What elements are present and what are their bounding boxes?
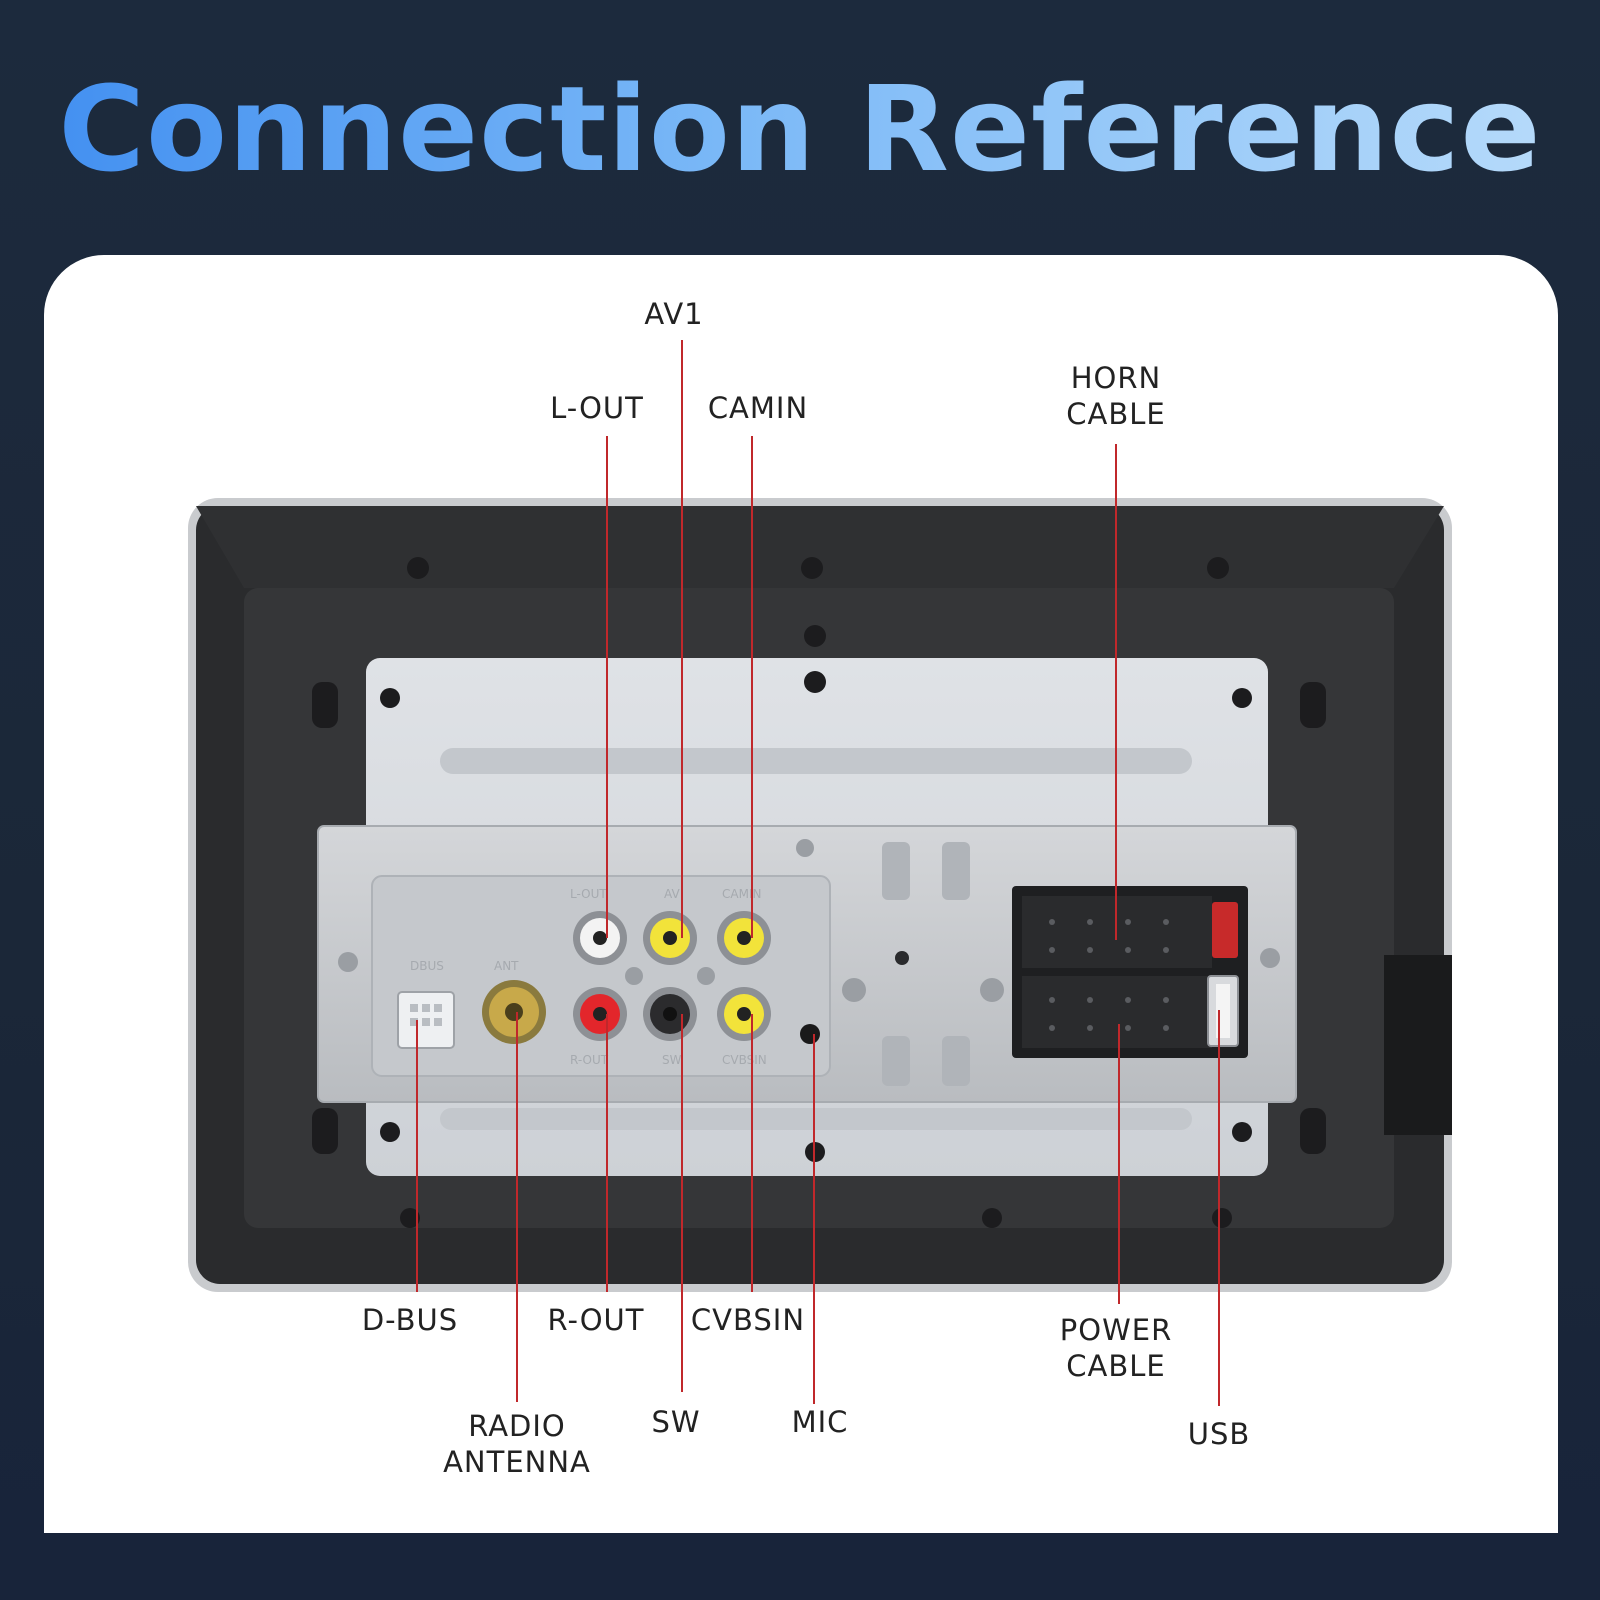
label-horn-cable-line1: HORN	[1071, 361, 1161, 395]
silk-camin: CAMIN	[722, 887, 761, 901]
camin-jack-icon	[717, 911, 771, 965]
l-out-jack-icon	[573, 911, 627, 965]
label-horn-cable-line2: CABLE	[1066, 397, 1165, 431]
av1-jack-icon	[643, 911, 697, 965]
ports	[397, 886, 1248, 1058]
silk-cvbsin: CVBSIN	[722, 1053, 767, 1067]
silk-sw: SW	[662, 1053, 682, 1067]
label-mic: MIC	[792, 1405, 849, 1439]
silk-lout: L-OUT	[570, 887, 607, 901]
label-usb: USB	[1188, 1417, 1251, 1451]
cvbsin-jack-icon	[717, 987, 771, 1041]
screws	[312, 557, 1326, 1228]
label-d-bus: D-BUS	[362, 1303, 458, 1337]
label-cvbsin: CVBSIN	[691, 1303, 805, 1337]
dbus-port-icon	[397, 991, 455, 1049]
label-radio-antenna-line1: RADIO	[468, 1409, 566, 1443]
label-radio-antenna-line2: ANTENNA	[443, 1445, 591, 1479]
label-r-out: R-OUT	[547, 1303, 644, 1337]
silk-av: AV	[664, 887, 680, 901]
sw-jack-icon	[643, 987, 697, 1041]
label-camin: CAMIN	[708, 391, 808, 425]
silk-dbus: DBUS	[410, 959, 444, 973]
leader-lines	[416, 340, 1220, 1406]
silk-rout: R-OUT	[570, 1053, 609, 1067]
label-power-cable-line1: POWER	[1060, 1313, 1172, 1347]
r-out-jack-icon	[573, 987, 627, 1041]
label-l-out: L-OUT	[550, 391, 644, 425]
callout-labels: AV1 L-OUT CAMIN HORN CABLE D-BUS R-OUT C…	[362, 297, 1251, 1479]
page-title: Connection Reference	[0, 70, 1600, 188]
label-av1: AV1	[644, 297, 703, 331]
usb-port-icon	[1207, 975, 1239, 1047]
radio-antenna-port-icon	[482, 980, 546, 1044]
silk-ant: ANT	[494, 959, 519, 973]
mic-hole-icon	[800, 1024, 820, 1044]
label-power-cable-line2: CABLE	[1066, 1349, 1165, 1383]
label-sw: SW	[651, 1405, 700, 1439]
